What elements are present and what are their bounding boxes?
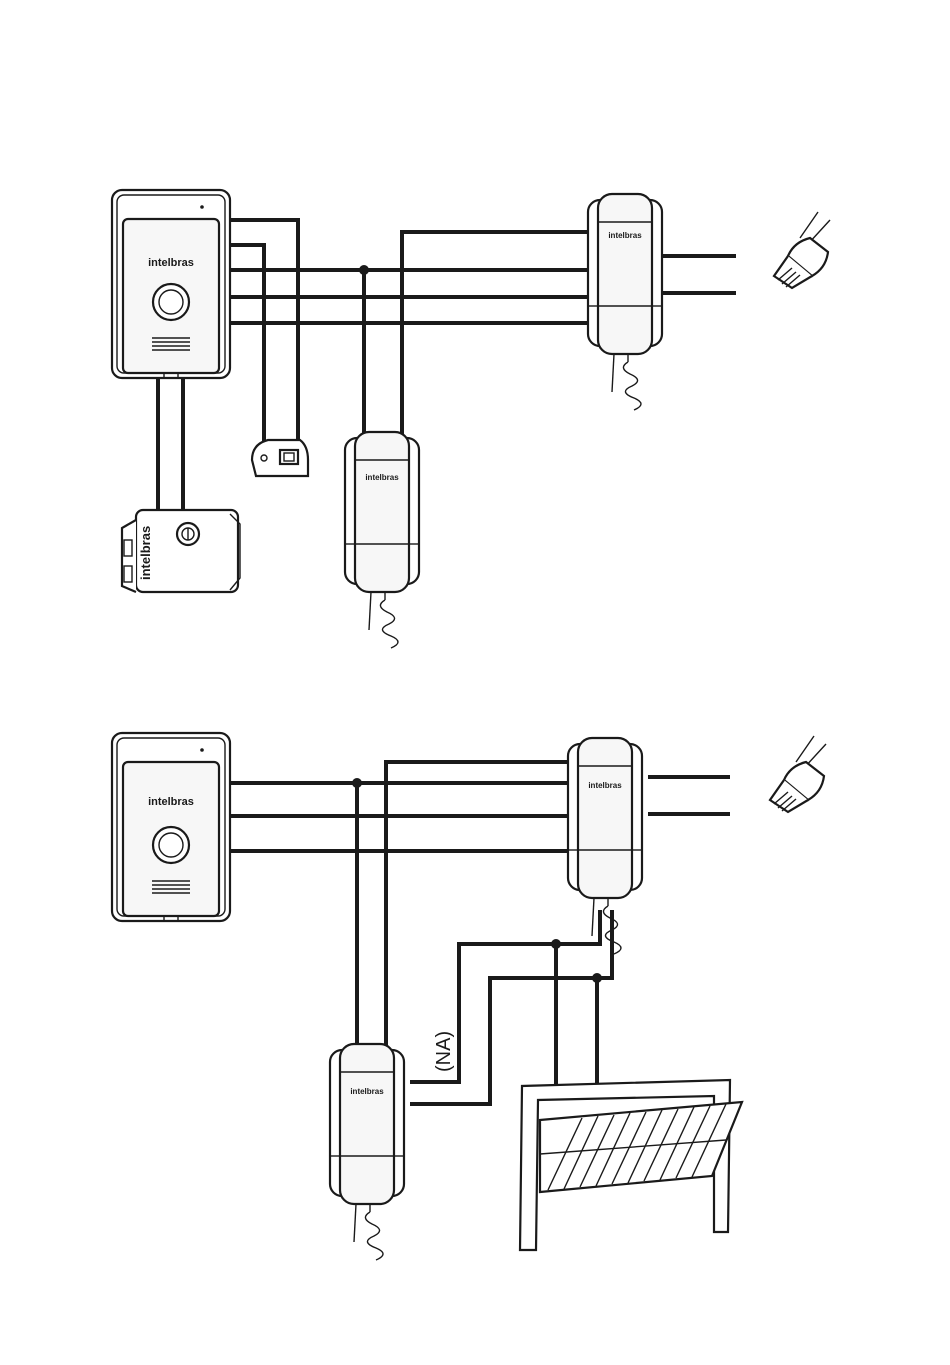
power-plug-2: [770, 736, 826, 812]
door-station-1: intelbras: [112, 190, 230, 378]
brand-logo-handset-1a: intelbras: [365, 473, 399, 482]
brand-logo-handset-2b: intelbras: [350, 1087, 384, 1096]
wires-2: [230, 762, 728, 1104]
handset-2b: intelbras: [330, 1044, 404, 1260]
brand-logo-station-2: intelbras: [148, 796, 194, 808]
brand-logo-station-1: intelbras: [148, 257, 194, 269]
garage-gate: [520, 1080, 742, 1250]
diagram-2: (NA) intelbras intelbras intelbras: [112, 733, 826, 1260]
power-plug-1: [774, 212, 830, 288]
brand-logo-lock: intelbras: [138, 526, 153, 580]
door-station-2: intelbras: [112, 733, 230, 921]
normally-open-label: (NA): [433, 1031, 455, 1072]
electric-lock: intelbras: [122, 510, 240, 592]
brand-logo-handset-2a: intelbras: [588, 781, 622, 790]
handset-1b: intelbras: [588, 194, 662, 410]
push-button: [252, 440, 308, 476]
diagram-1: intelbras intelbras intelbras: [112, 190, 830, 648]
handset-1a: intelbras: [345, 432, 419, 648]
brand-logo-handset-1b: intelbras: [608, 231, 642, 240]
handset-2a: intelbras: [568, 738, 642, 954]
